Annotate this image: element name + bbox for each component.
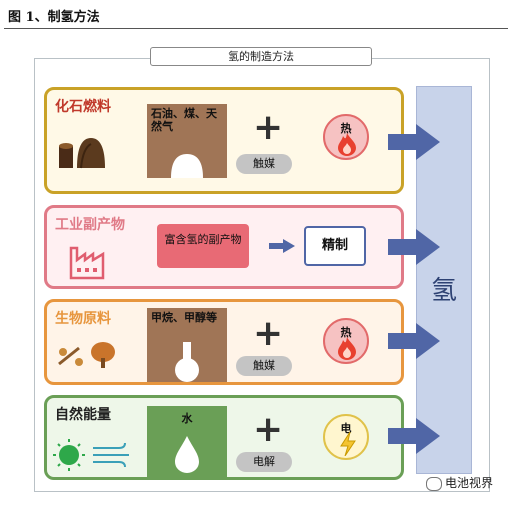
lightning-icon <box>340 432 356 456</box>
small-arrow <box>269 239 295 253</box>
heat-label: 热 <box>340 122 352 135</box>
watermark-text: 电池视界 <box>445 476 494 490</box>
row-biomass: 生物原料 甲烷、甲醇等 + 触媒 热 <box>44 299 404 385</box>
water-drop-icon <box>175 436 199 473</box>
fuel-drop-icon <box>171 154 203 178</box>
catalyst-pill: 触媒 <box>236 154 292 174</box>
input-water-box: 水 <box>147 406 227 478</box>
row-label-industrial: 工业副产物 <box>55 217 125 233</box>
row-industrial: 工业副产物 富含氢的副产物 精制 <box>44 205 404 289</box>
refining-box: 精制 <box>304 226 366 266</box>
hydrogen-output-column: 氢 <box>416 86 472 474</box>
input-biomass-text: 甲烷、甲醇等 <box>151 311 217 324</box>
electricity-circle: 电 <box>323 414 369 460</box>
catalyst-pill: 触媒 <box>236 356 292 376</box>
input-industrial-text: 富含氢的副产物 <box>164 233 242 246</box>
refining-text: 精制 <box>321 238 348 253</box>
row-fossil-fuel: 化石燃料 石油、煤、天然气 + 触媒 热 <box>44 87 404 194</box>
input-water-text: 水 <box>181 412 193 425</box>
heat-circle: 热 <box>323 318 369 364</box>
arrow-natural-to-h2 <box>388 418 440 454</box>
input-fossil-box: 石油、煤、天然气 <box>147 104 227 178</box>
flame-icon <box>338 133 356 156</box>
flame-icon <box>338 337 356 360</box>
input-industrial-box: 富含氢的副产物 <box>157 224 249 268</box>
arrow-fossil-to-h2 <box>388 124 440 160</box>
plus-icon: + <box>253 107 284 148</box>
row-label-natural: 自然能量 <box>55 407 111 423</box>
row-label-fossil: 化石燃料 <box>55 99 111 115</box>
figure-title: 图 1、制氢方法 <box>8 10 100 25</box>
hydrogen-label: 氢 <box>430 276 457 306</box>
biomass-icon <box>58 342 115 368</box>
title-rule <box>4 28 508 29</box>
input-biomass-box: 甲烷、甲醇等 <box>147 308 227 382</box>
sun-wind-icon <box>53 439 129 471</box>
fossil-icon <box>59 138 105 169</box>
electrolysis-pill: 电解 <box>236 452 292 472</box>
arrow-industrial-to-h2 <box>388 229 440 265</box>
heat-label: 热 <box>340 326 352 339</box>
row-label-biomass: 生物原料 <box>55 311 111 327</box>
wechat-icon <box>426 476 442 491</box>
flask-icon <box>175 342 199 382</box>
watermark: 电池视界 <box>426 474 493 491</box>
row-natural-energy: 自然能量 水 + 电解 电 <box>44 395 404 480</box>
heat-circle: 热 <box>323 114 369 160</box>
input-fossil-text: 石油、煤、天然气 <box>151 107 217 133</box>
arrow-biomass-to-h2 <box>388 323 440 359</box>
diagram-title: 氢的制造方法 <box>150 47 372 66</box>
plus-icon: + <box>253 409 284 450</box>
plus-icon: + <box>253 313 284 354</box>
electricity-label: 电 <box>340 422 352 435</box>
factory-icon <box>69 246 105 280</box>
